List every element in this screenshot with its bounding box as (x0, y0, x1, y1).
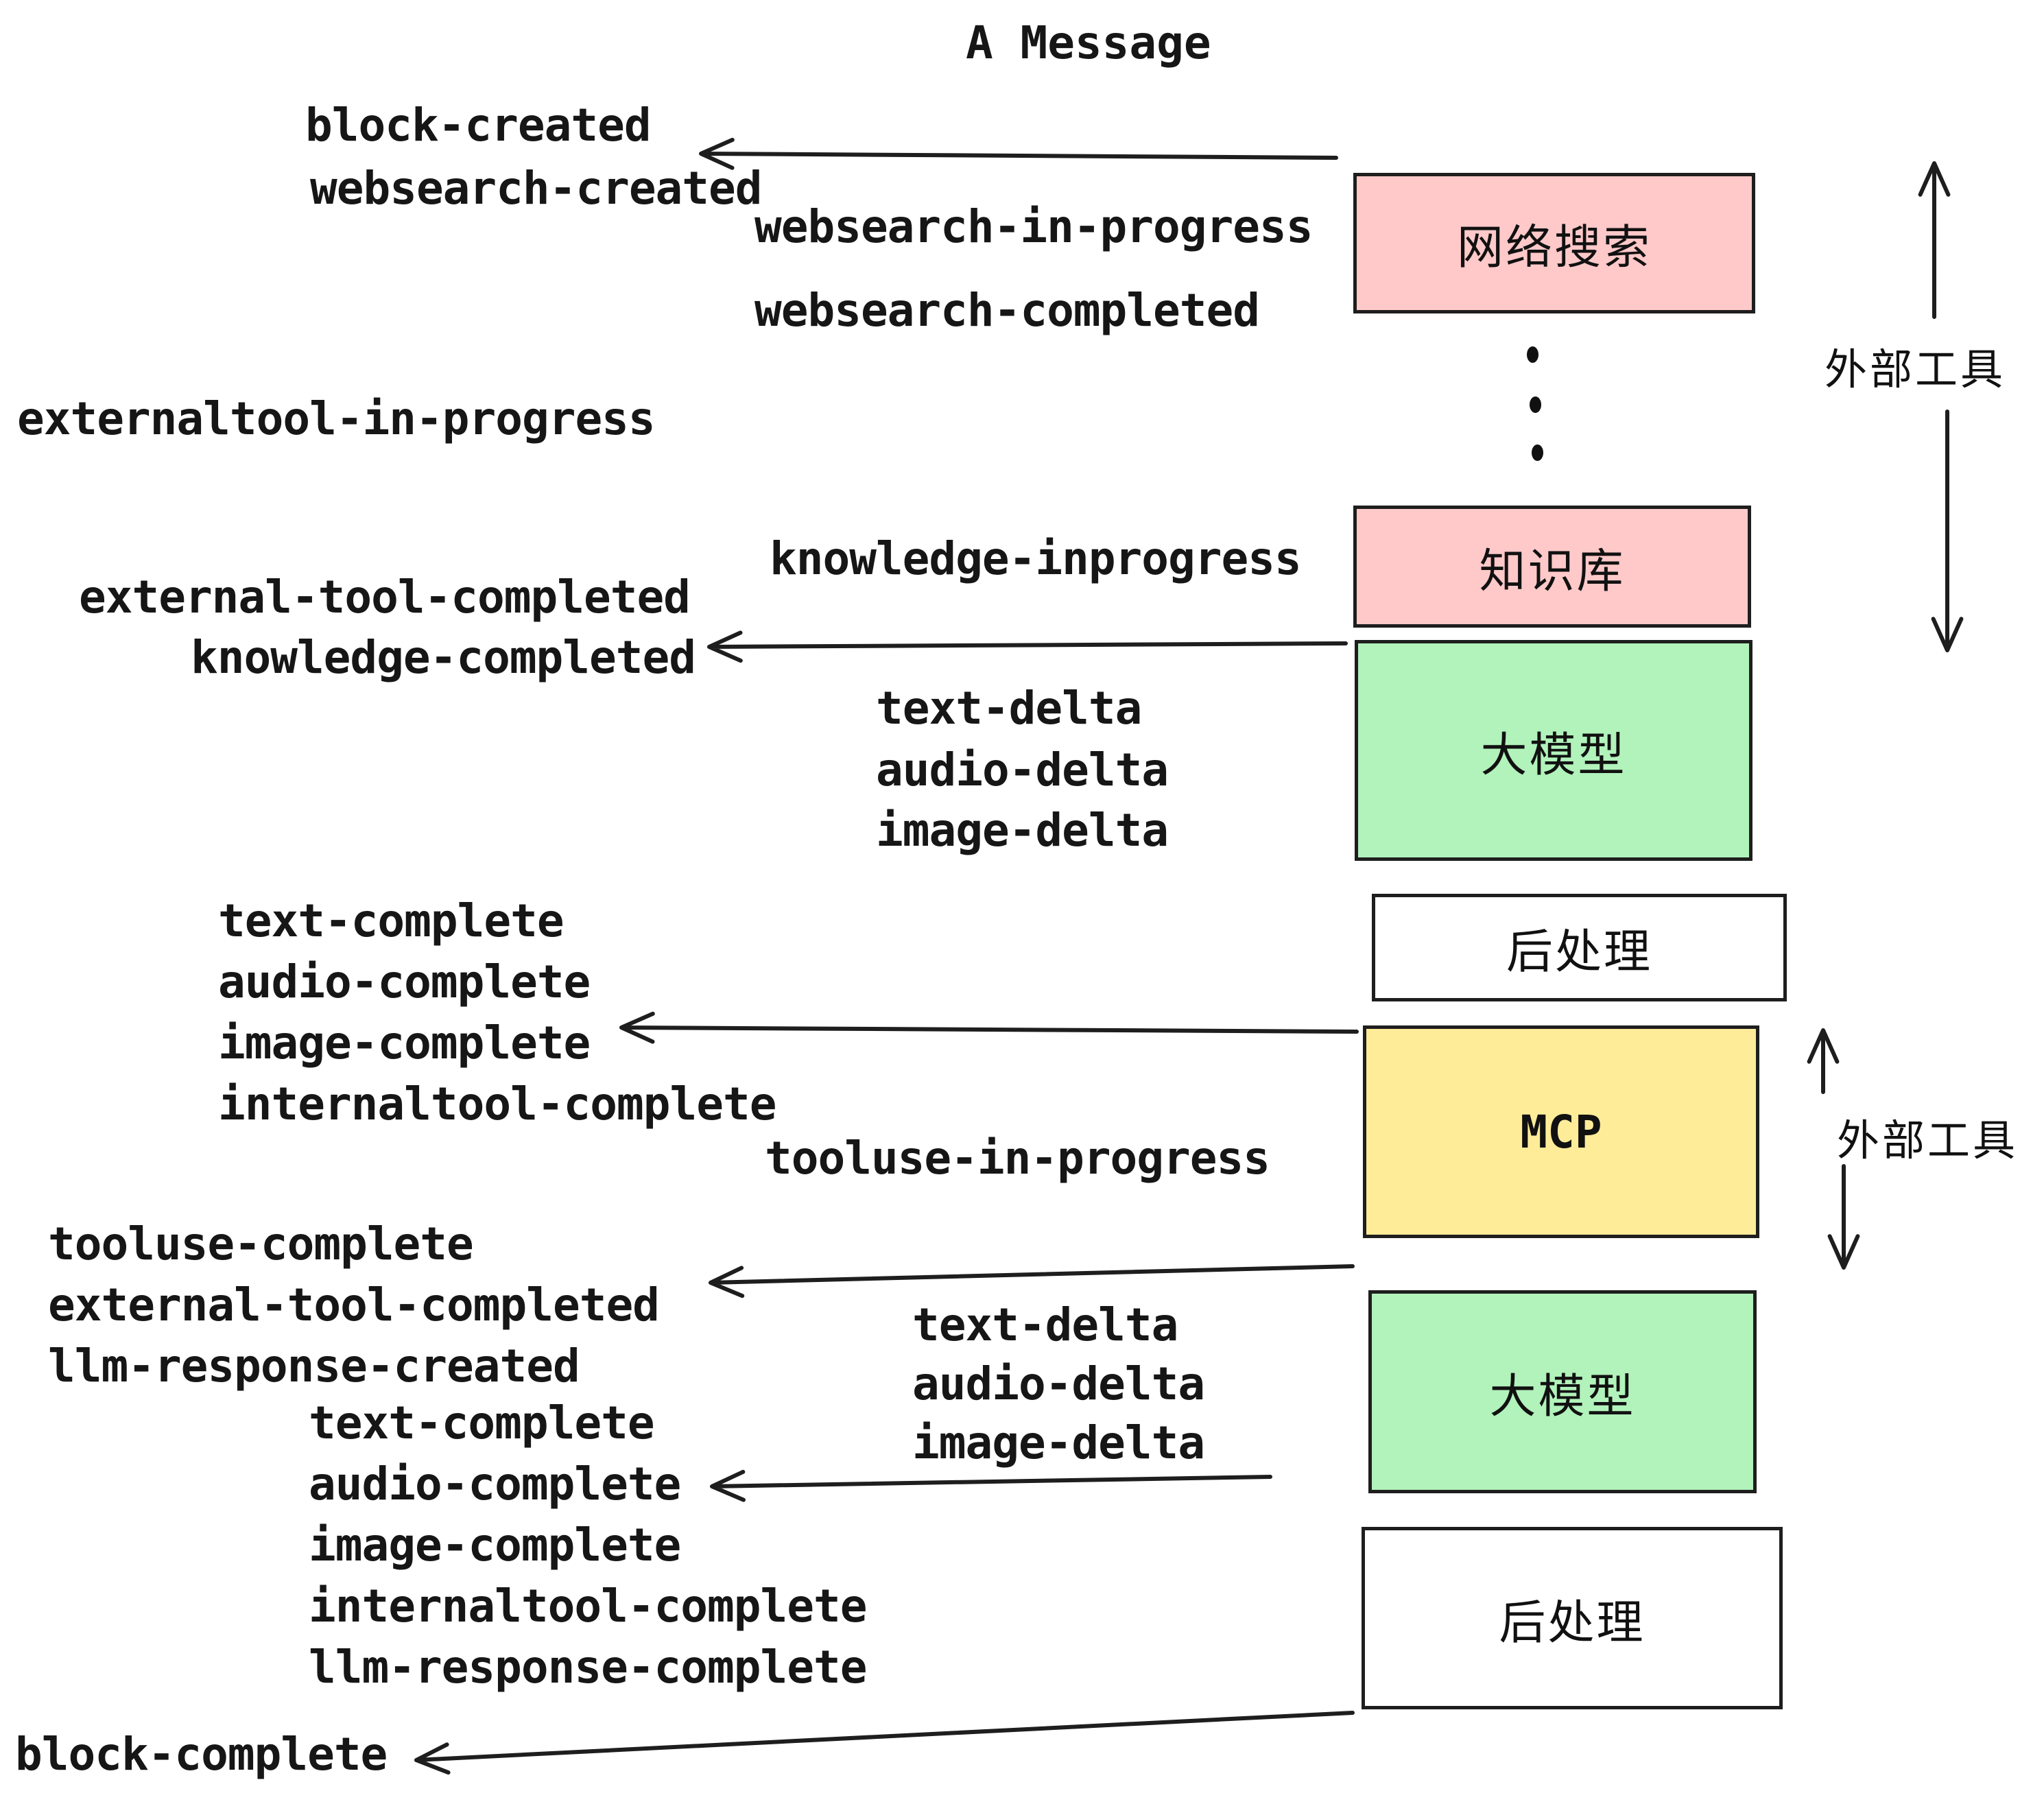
event-label-llm-response-complete: llm-response-complete (309, 1641, 867, 1694)
box-label-post-1: 后处理 (1506, 926, 1652, 978)
ellipsis-dot-1 (1527, 346, 1538, 363)
event-label-external-tool-completed-1: external-tool-completed (79, 571, 691, 624)
arrow-mcp-to-complete-events (619, 1011, 1359, 1044)
arrow-llm1-to-knowledge-completed (707, 630, 1348, 663)
event-label-websearch-created: websearch-created (310, 162, 763, 215)
event-label-tooluse-complete: tooluse-complete (48, 1218, 474, 1270)
side-label-external-tools-1: 外部工具 (1825, 346, 2006, 394)
arrow-websearch-to-events (699, 137, 1338, 170)
event-label-text-complete-2: text-complete (309, 1397, 655, 1449)
box-label-llm-2: 大模型 (1489, 1370, 1636, 1423)
box-llm-2: 大模型 (1368, 1290, 1757, 1493)
arrow-mcp-to-tooluse-complete (709, 1264, 1355, 1298)
event-label-block-complete: block-complete (15, 1728, 388, 1781)
box-label-websearch: 网络搜索 (1456, 222, 1652, 274)
event-label-block-created: block-created (305, 99, 652, 152)
box-websearch: 网络搜索 (1353, 173, 1755, 313)
event-label-tooluse-in-progress: tooluse-in-progress (765, 1132, 1270, 1185)
arrow-external-tools-2-down (1827, 1164, 1860, 1270)
event-label-image-delta-1: image-delta (876, 804, 1169, 857)
box-post-1: 后处理 (1372, 894, 1787, 1001)
box-label-knowledge: 知识库 (1479, 545, 1626, 597)
event-label-internaltool-complete-1: internaltool-complete (218, 1078, 776, 1130)
event-label-image-complete-1: image-complete (218, 1017, 591, 1069)
box-mcp: MCP (1363, 1025, 1759, 1238)
arrow-llm2-to-audio-complete (710, 1469, 1272, 1502)
event-label-text-delta-1: text-delta (876, 682, 1142, 735)
ellipsis-dot-3 (1532, 444, 1543, 461)
arrow-external-tools-2-up (1807, 1028, 1840, 1094)
box-knowledge: 知识库 (1353, 506, 1751, 628)
event-label-externaltool-in-progress: externaltool-in-progress (17, 392, 656, 445)
event-label-audio-complete-1: audio-complete (218, 956, 591, 1008)
event-label-websearch-in-progress: websearch-in-progress (754, 200, 1313, 253)
box-label-mcp: MCP (1520, 1105, 1602, 1159)
box-label-llm-1: 大模型 (1480, 728, 1627, 781)
event-label-knowledge-inprogress: knowledge-inprogress (770, 532, 1302, 585)
event-label-external-tool-completed-2: external-tool-completed (48, 1279, 660, 1331)
event-label-audio-complete-2: audio-complete (309, 1458, 681, 1510)
event-label-audio-delta-2: audio-delta (912, 1357, 1205, 1410)
arrow-external-tools-1-up (1918, 161, 1951, 319)
event-label-knowledge-completed: knowledge-completed (191, 631, 696, 684)
side-label-external-tools-2: 外部工具 (1837, 1117, 2019, 1165)
event-label-llm-response-created: llm-response-created (48, 1340, 580, 1392)
box-label-post-2: 后处理 (1499, 1596, 1645, 1649)
event-label-websearch-completed: websearch-completed (754, 284, 1260, 337)
event-label-internaltool-complete-2: internaltool-complete (309, 1580, 867, 1633)
box-post-2: 后处理 (1362, 1527, 1783, 1709)
ellipsis-dot-2 (1530, 396, 1541, 413)
event-label-text-delta-2: text-delta (912, 1298, 1178, 1351)
event-label-text-complete-1: text-complete (218, 894, 565, 947)
diagram-title: A Message (966, 16, 1211, 69)
event-label-image-delta-2: image-delta (912, 1416, 1205, 1469)
arrow-post2-to-block-complete (414, 1711, 1355, 1775)
arrow-external-tools-1-down (1931, 410, 1964, 652)
event-label-image-complete-2: image-complete (309, 1519, 681, 1571)
box-llm-1: 大模型 (1355, 640, 1752, 861)
event-label-audio-delta-1: audio-delta (876, 744, 1169, 796)
